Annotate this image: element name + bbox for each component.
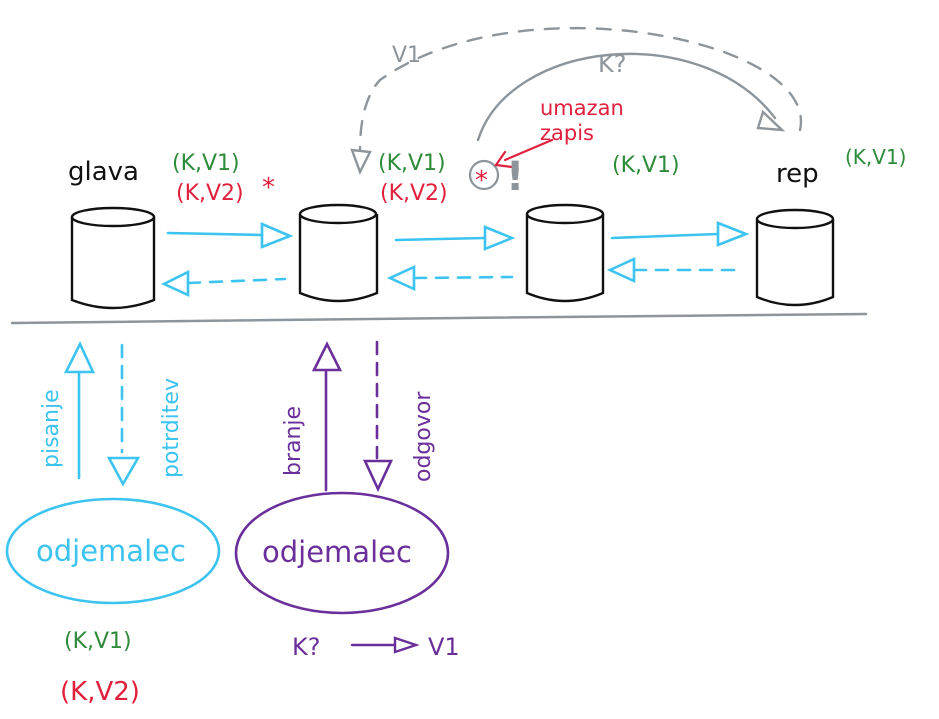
ack-arrow-1 [160, 269, 287, 298]
node-head [70, 206, 156, 310]
write-arrow [63, 341, 96, 480]
reader-query: K? [292, 633, 320, 661]
forward-arrow-2 [394, 225, 516, 251]
node-tail [755, 208, 835, 307]
node-3 [525, 203, 605, 303]
tail-kv1: (K,V1) [845, 145, 906, 169]
forward-arrow-1 [166, 222, 294, 249]
reader-result: V1 [428, 633, 460, 661]
answer-arrow [362, 340, 394, 493]
read-label: branje [281, 406, 306, 476]
dirty-label-line2: zapis [540, 121, 594, 145]
reader-client-ellipse[interactable] [234, 491, 450, 615]
query-label: K? [598, 50, 626, 78]
node-2 [298, 203, 379, 303]
head-label: glava [68, 157, 139, 187]
divider-line [10, 312, 868, 325]
reader-result-arrow [350, 636, 420, 654]
return-label: V1 [392, 43, 421, 68]
forward-arrow-3 [610, 221, 750, 247]
reader-client-name: odjemalec [262, 535, 412, 569]
head-kv1: (K,V1) [172, 151, 240, 176]
dirty-star: * [475, 166, 488, 196]
head-kv2: (K,V2) [176, 181, 244, 206]
dirty-record-circle [468, 159, 500, 191]
ack-arrow-2 [386, 264, 514, 292]
return-arc [350, 26, 803, 176]
query-arc [476, 52, 786, 142]
ack-arrow-client [106, 343, 141, 487]
dirty-record-pointer [494, 138, 554, 169]
exclamation: ! [506, 154, 524, 200]
dirty-label-line1: umazan [540, 96, 624, 120]
writer-kv2: (K,V2) [60, 677, 140, 707]
node2-kv1: (K,V1) [378, 151, 446, 176]
writer-kv1: (K,V1) [64, 629, 132, 654]
writer-client-ellipse[interactable] [5, 497, 221, 605]
ack-arrow-3 [606, 256, 744, 284]
answer-label: odgovor [411, 391, 436, 482]
node3-kv1: (K,V1) [612, 153, 680, 178]
ack-label: potrditev [159, 378, 184, 478]
write-label: pisanje [39, 389, 64, 468]
read-arrow [311, 341, 343, 492]
tail-label: rep [776, 159, 819, 189]
node2-kv2: (K,V2) [380, 181, 448, 206]
writer-client-name: odjemalec [36, 534, 186, 568]
head-star: * [262, 173, 275, 203]
